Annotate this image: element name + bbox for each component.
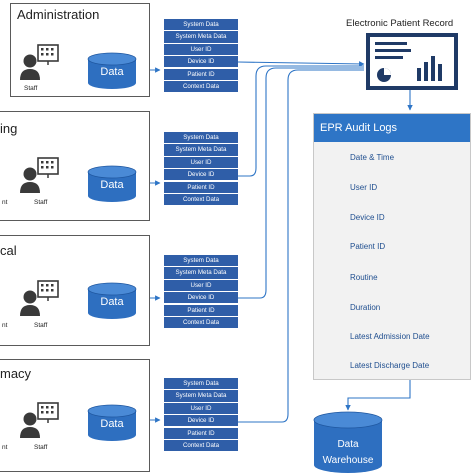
field-user-id: User ID <box>164 43 238 55</box>
staff-label: Staff <box>34 444 48 451</box>
field-user-id: User ID <box>164 156 238 168</box>
field-device-id: Device ID <box>164 56 238 68</box>
field-system-meta-data: System Meta Data <box>164 390 238 402</box>
audit-item-patient-id: Patient ID <box>350 242 386 251</box>
field-context-data: Context Data <box>164 316 238 329</box>
audit-logs-panel: EPR Audit Logs Date & Time User ID Devic… <box>313 113 471 380</box>
field-stack-2: System Data System Meta Data User ID Dev… <box>164 132 238 206</box>
department-title: Administration <box>17 7 100 22</box>
audit-item-date-time: Date & Time <box>350 153 395 162</box>
field-user-id: User ID <box>164 279 238 291</box>
field-patient-id: Patient ID <box>164 68 238 80</box>
field-device-id: Device ID <box>164 415 238 427</box>
field-system-data: System Data <box>164 255 238 267</box>
audit-to-warehouse-arrow <box>345 380 411 411</box>
field-system-meta-data: System Meta Data <box>164 144 238 156</box>
field-patient-id: Patient ID <box>164 427 238 439</box>
field-context-data: Context Data <box>164 439 238 452</box>
field-system-data: System Data <box>164 132 238 144</box>
field-device-id: Device ID <box>164 169 238 181</box>
field-context-data: Context Data <box>164 193 238 206</box>
staff-label: Staff <box>34 322 48 329</box>
staff-icon-2 <box>20 157 59 193</box>
staff-label: Staff <box>24 85 38 92</box>
field-patient-id: Patient ID <box>164 181 238 193</box>
field-system-meta-data: System Meta Data <box>164 31 238 43</box>
data-cylinder-label: Data <box>100 179 124 191</box>
field-stack-3: System Data System Meta Data User ID Dev… <box>164 255 238 329</box>
staff-label: Staff <box>34 199 48 206</box>
dashboard-monitor-icon <box>366 33 458 90</box>
audit-item-latest-admission-date: Latest Admission Date <box>350 332 430 341</box>
field-user-id: User ID <box>164 402 238 414</box>
fields-to-epr-line-2 <box>238 65 364 177</box>
warehouse-label-line1: Data <box>337 439 359 450</box>
data-cylinder-label: Data <box>100 296 124 308</box>
staff-icon-3 <box>20 280 59 316</box>
audit-logs-header: EPR Audit Logs <box>314 114 470 142</box>
field-system-meta-data: System Meta Data <box>164 267 238 279</box>
field-patient-id: Patient ID <box>164 304 238 316</box>
audit-item-device-id: Device ID <box>350 213 385 222</box>
department-title: ing <box>0 121 18 136</box>
warehouse-label-line2: Warehouse <box>323 455 374 466</box>
audit-item-latest-discharge-date: Latest Discharge Date <box>350 361 430 370</box>
patient-label: nt <box>2 322 8 329</box>
epr-title: Electronic Patient Record <box>346 18 454 29</box>
field-stack-4: System Data System Meta Data User ID Dev… <box>164 378 238 452</box>
audit-item-duration: Duration <box>350 303 381 312</box>
department-title: cal <box>0 243 17 258</box>
patient-label: nt <box>2 199 8 206</box>
field-context-data: Context Data <box>164 80 238 93</box>
data-cylinder-label: Data <box>100 66 124 78</box>
data-warehouse-cylinder <box>313 411 383 473</box>
fields-to-epr-line-3 <box>238 67 364 299</box>
department-title: macy <box>0 366 32 381</box>
audit-item-routine: Routine <box>350 273 378 282</box>
patient-label: nt <box>2 444 8 451</box>
staff-icon-1 <box>20 44 59 80</box>
fields-to-epr-line-1 <box>237 61 365 67</box>
department-box-2 <box>0 111 150 221</box>
staff-icon-4 <box>20 402 59 438</box>
audit-item-user-id: User ID <box>350 183 378 192</box>
field-stack-1: System Data System Meta Data User ID Dev… <box>164 19 238 93</box>
field-device-id: Device ID <box>164 292 238 304</box>
field-system-data: System Data <box>164 378 238 390</box>
data-cylinder-label: Data <box>100 418 124 430</box>
fields-to-epr-line-4 <box>238 69 364 423</box>
field-system-data: System Data <box>164 19 238 31</box>
